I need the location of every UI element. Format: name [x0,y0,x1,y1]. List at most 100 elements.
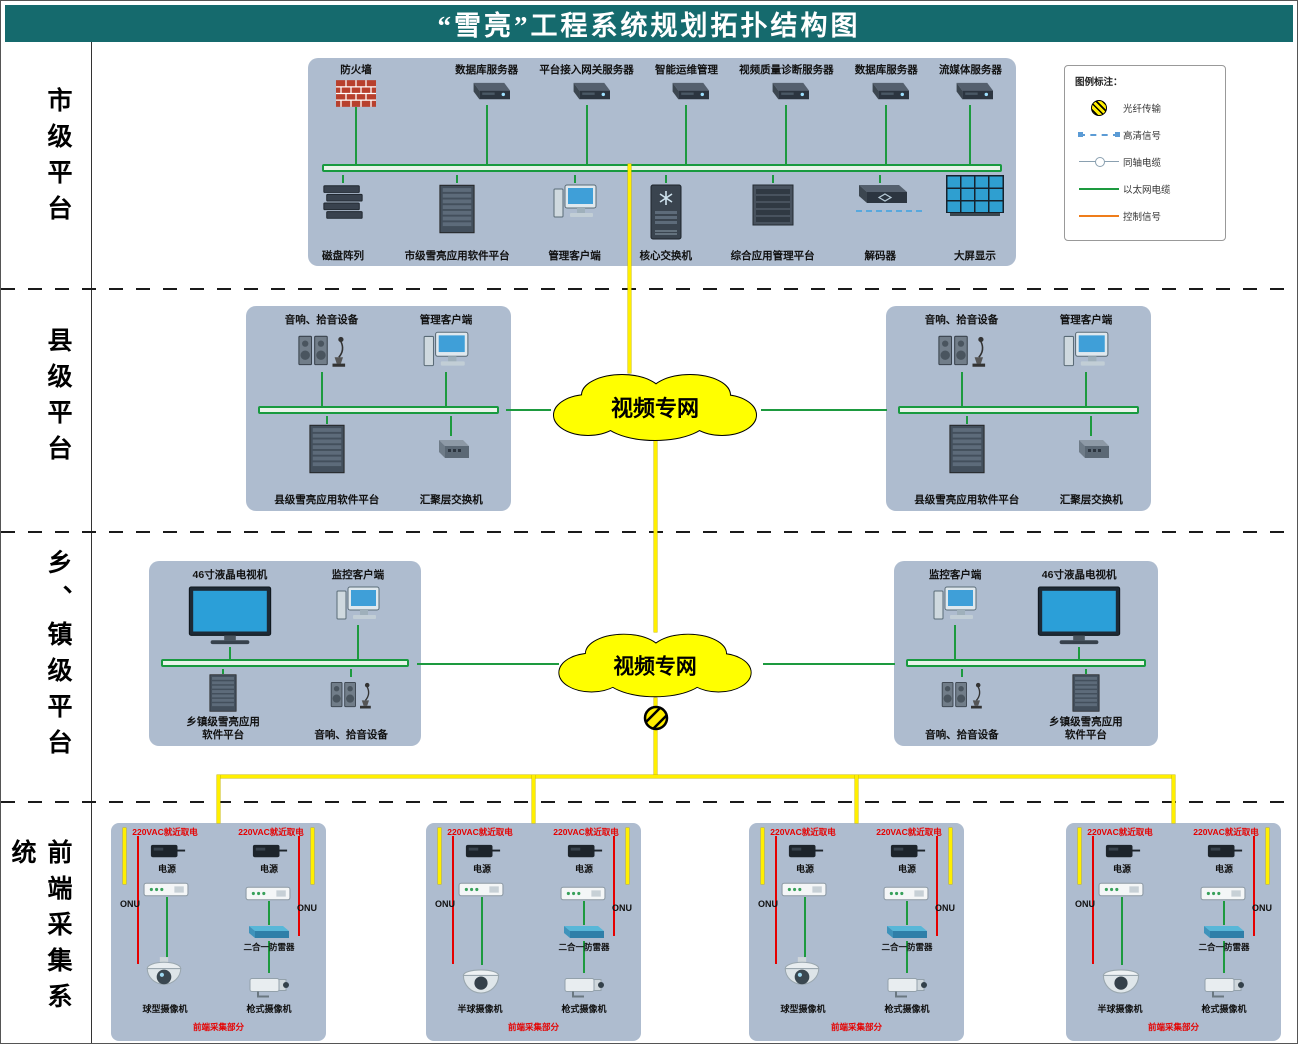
device-aggregation-switch: 汇聚层交换机 [420,416,483,507]
device-label: 乡镇级雪亮应用软件平台 [186,715,260,741]
tier-separator-2 [1,531,1297,533]
control-signal-line-icon [1079,214,1119,217]
device-label: 音响、拾音设备 [284,314,359,326]
legend-label: 以太网电缆 [1123,184,1171,196]
lcd-tv-icon [1035,585,1123,647]
onu-label: ONU [758,899,778,909]
hemisphere-camera-icon [1099,965,1143,999]
device-label: 音响、拾音设备 [924,314,999,326]
power-supply-icon [787,841,825,862]
power-source-label: 220VAC就近取电 [238,827,304,837]
township-platform-panel-left: 46寸液晶电视机 监控客户端 乡镇级雪亮应用软件平台 音响、拾音设备 [149,561,421,746]
psu-label: 电源 [472,864,491,874]
device-label: 流媒体服务器 [938,64,1002,76]
ethernet-link-township-right [763,663,895,665]
server-icon [763,80,809,105]
device-video-diagnosis-server: 视频质量诊断服务器 [739,64,834,164]
ethernet-stem [222,669,225,674]
county-platform-panel-left: 音响、拾音设备 管理客户端 县级雪亮应用软件平台 汇聚层交换机 [246,306,511,511]
frontend-footer-label: 前端采集部分 [830,1022,882,1032]
city-platform-panel: 防火墙 数据库服务器 平台接入网关服务器 智能运维管理 视频质量诊断服务器 [308,58,1016,266]
device-label: 防火墙 [340,64,372,76]
onu-icon [560,885,606,902]
decoder-icon [853,183,907,207]
power-source-label: 220VAC就近取电 [1087,827,1153,837]
camera-label: 枪式摄像机 [884,1004,930,1014]
client-workstation-icon [1061,330,1111,372]
ethernet-stem [585,105,588,164]
ethernet-stem [228,647,231,659]
ethernet-stem [325,416,328,424]
device-database-server: 数据库服务器 [455,64,518,164]
fiber-trunk-cloud-to-node [654,698,657,706]
device-gateway-server: 平台接入网关服务器 [539,64,634,164]
fiber-trunk-cloud-to-cloud [654,438,657,632]
camera-label: 枪式摄像机 [246,1004,292,1014]
surge-protector-label: 二合一防雷器 [881,942,933,952]
fiber-line [626,828,629,884]
coaxial-cable-line-icon [1079,157,1119,167]
title-bar: “雪亮”工程系统规划拓扑结构图 [5,5,1293,42]
ethernet-line [583,941,585,973]
township-platform-panel-right: 监控客户端 46寸液晶电视机 音响、拾音设备 乡镇级雪亮应用软件平台 [894,561,1158,746]
fiber-distribution-bus [217,775,1175,778]
power-line [936,836,938,936]
hemisphere-camera-icon [459,965,503,999]
bullet-camera-icon [245,973,293,1000]
tier-label-township: 乡、镇级平台 [44,549,71,765]
device-aggregation-switch: 汇聚层交换机 [1060,416,1123,507]
legend-label: 同轴电缆 [1123,157,1162,169]
device-ops-management: 智能运维管理 [655,64,718,164]
server-icon [663,80,709,105]
psu-label: 电源 [897,864,916,874]
device-management-client: 管理客户端 [1059,314,1113,406]
device-label: 平台接入网关服务器 [539,64,634,76]
device-county-app-platform: 县级雪亮应用软件平台 [274,416,379,507]
fiber-splice-node-icon [643,705,669,731]
ethernet-cable-line-icon [1079,187,1119,190]
video-network-cloud-township: 视频专网 [558,633,752,698]
ethernet-stem [664,175,667,183]
device-label: 音响、拾音设备 [925,728,999,741]
device-label: 管理客户端 [419,314,473,326]
fiber-drop-4 [1172,775,1175,823]
ethernet-stem [1090,416,1093,436]
legend-label: 控制信号 [1123,211,1162,223]
server-rack-icon [438,183,476,235]
psu-label: 电源 [1214,864,1233,874]
surge-protector-icon [560,923,606,941]
ethernet-stem [1078,647,1081,659]
ethernet-stem [965,416,968,424]
device-label: 综合应用管理平台 [730,249,815,262]
ethernet-stem [960,669,963,677]
frontend-box-1: 220VAC就近取电 220VAC就近取电 电源 电源 ONU ONU 二合一防… [111,823,326,1041]
ethernet-link-county-left [506,409,551,411]
device-label: 管理客户端 [1059,314,1113,326]
camera-label: 球型摄像机 [780,1004,826,1014]
device-label: 县级雪亮应用软件平台 [274,493,380,506]
server-cabinet-icon [751,183,795,227]
power-supply-icon [464,841,502,862]
device-city-app-platform: 市级雪亮应用软件平台 [405,175,510,263]
power-line [1253,836,1255,936]
onu-label: ONU [435,899,455,909]
power-source-label: 220VAC就近取电 [876,827,942,837]
cloud-label: 视频专网 [613,655,696,679]
frontend-box-3: 220VAC就近取电 220VAC就近取电 电源 电源 ONU ONU 二合一防… [749,823,964,1041]
township-ethernet-bus [906,659,1146,667]
ethernet-stem [879,175,882,183]
fiber-line [1078,828,1081,884]
camera-label: 半球摄像机 [1097,1004,1143,1014]
ethernet-stem [771,175,774,183]
audio-equipment-icon [934,330,990,372]
city-top-row: 防火墙 数据库服务器 平台接入网关服务器 智能运维管理 视频质量诊断服务器 [322,64,1002,164]
left-rail-divider [91,42,92,1043]
psu-label: 电源 [157,864,176,874]
onu-icon [245,885,291,902]
ethernet-line [906,941,908,973]
power-supply-icon [1104,841,1142,862]
audio-equipment-icon [294,330,350,372]
diagram-title: “雪亮”工程系统规划拓扑结构图 [437,11,861,41]
ethernet-stem [450,416,453,436]
device-streaming-server: 流媒体服务器 [939,64,1002,164]
